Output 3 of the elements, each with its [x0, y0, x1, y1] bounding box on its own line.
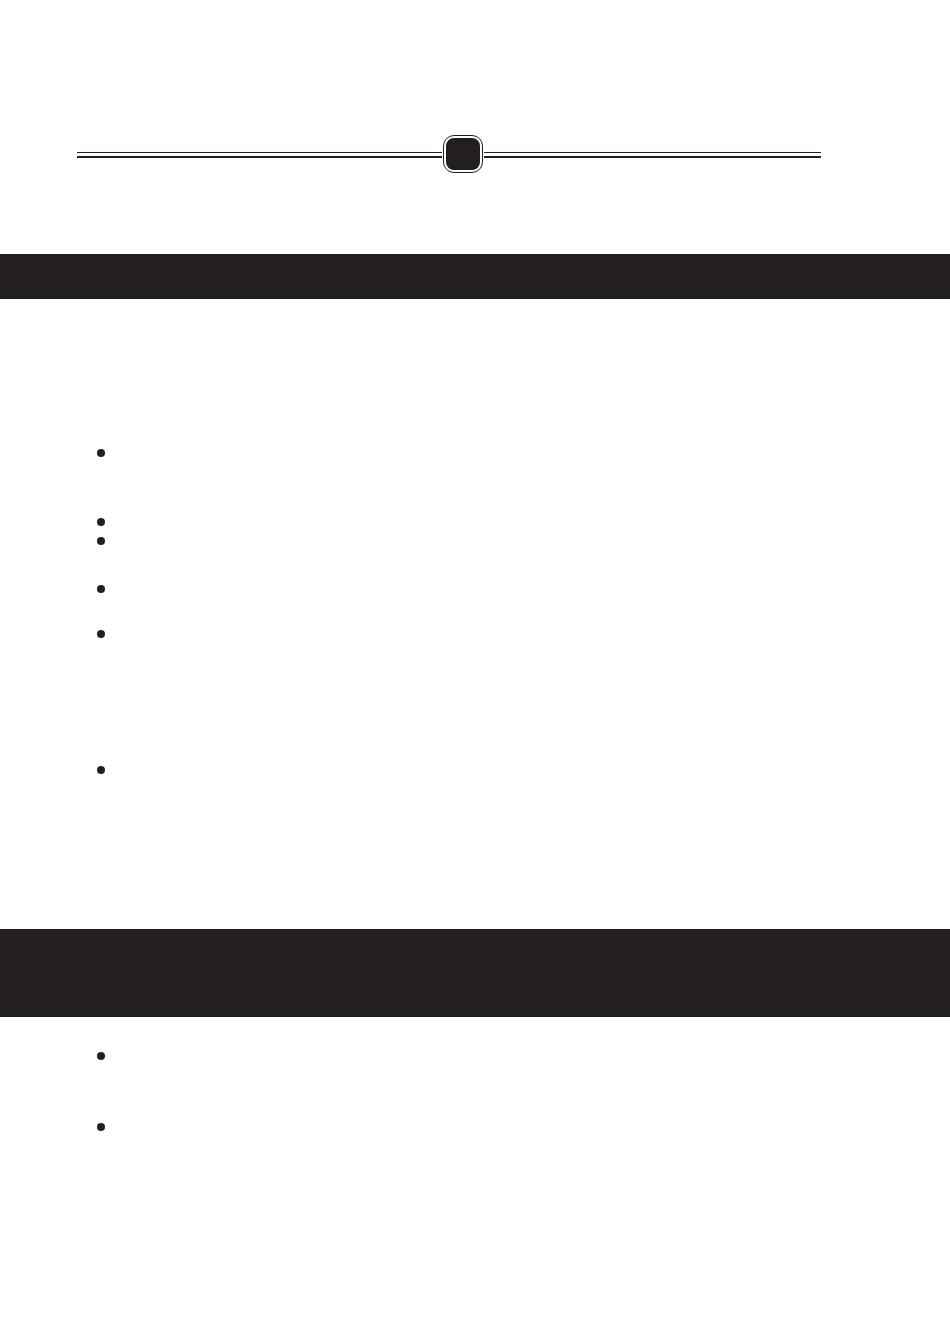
section-header-bar [0, 929, 950, 1017]
section-header-bar [0, 254, 950, 299]
page-number-box [444, 136, 482, 172]
